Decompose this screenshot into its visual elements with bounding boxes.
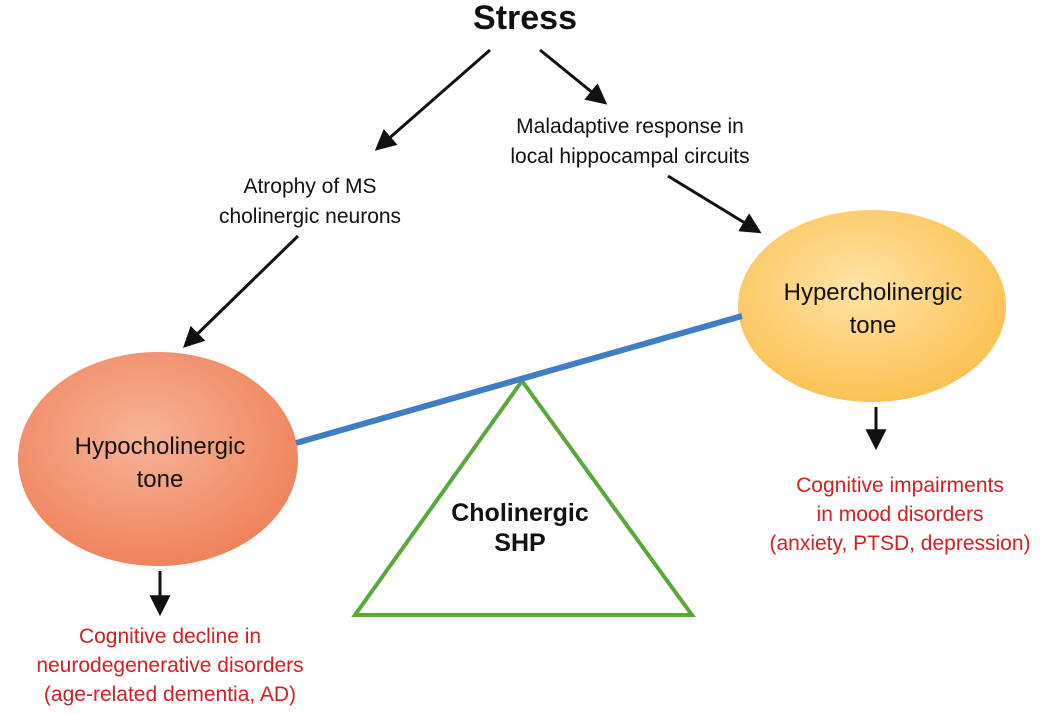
hypo-line-2: tone xyxy=(136,466,184,493)
arrow-stress-to-maladaptive xyxy=(539,48,608,105)
decline-line-1: Cognitive decline in xyxy=(78,625,262,648)
arrow-atrophy-to-hypo xyxy=(182,234,300,348)
maladaptive-response-label: Maladaptive response in local hippocampa… xyxy=(470,112,790,172)
balance-beam xyxy=(295,313,743,446)
neurodegenerative-outcome: Cognitive decline in neurodegenerative d… xyxy=(5,622,335,709)
hypercholinergic-tone-label: Hypercholinergic tone xyxy=(748,276,998,342)
arrow-stress-to-atrophy xyxy=(374,48,491,151)
fulcrum-triangle xyxy=(351,377,696,617)
mood-line-2: in mood disorders xyxy=(816,503,984,526)
mood-line-1: Cognitive impairments xyxy=(796,474,1004,497)
stress-label: Stress xyxy=(473,0,577,37)
mood-line-3: (anxiety, PTSD, depression) xyxy=(769,532,1031,555)
atrophy-line-1: Atrophy of MS xyxy=(243,175,377,198)
cholinergic-shp-label: Cholinergic SHP xyxy=(410,498,630,558)
shp-line-2: SHP xyxy=(494,529,546,557)
mood-disorders-outcome: Cognitive impairments in mood disorders … xyxy=(735,471,1050,558)
arrow-maladaptive-to-hyper xyxy=(667,174,762,234)
decline-line-2: neurodegenerative disorders xyxy=(36,654,304,677)
decline-line-3: (age-related dementia, AD) xyxy=(43,683,297,706)
maladaptive-line-1: Maladaptive response in xyxy=(516,115,744,138)
hyper-line-1: Hypercholinergic xyxy=(783,279,963,306)
atrophy-label: Atrophy of MS cholinergic neurons xyxy=(170,172,450,232)
atrophy-line-2: cholinergic neurons xyxy=(218,205,402,228)
hypocholinergic-ellipse xyxy=(18,352,298,566)
hypo-line-1: Hypocholinergic xyxy=(74,433,246,460)
hypercholinergic-ellipse xyxy=(738,210,1006,402)
hypocholinergic-tone-label: Hypocholinergic tone xyxy=(30,430,290,496)
maladaptive-line-2: local hippocampal circuits xyxy=(510,145,750,168)
hyper-line-2: tone xyxy=(849,312,897,339)
shp-line-1: Cholinergic xyxy=(451,499,589,527)
